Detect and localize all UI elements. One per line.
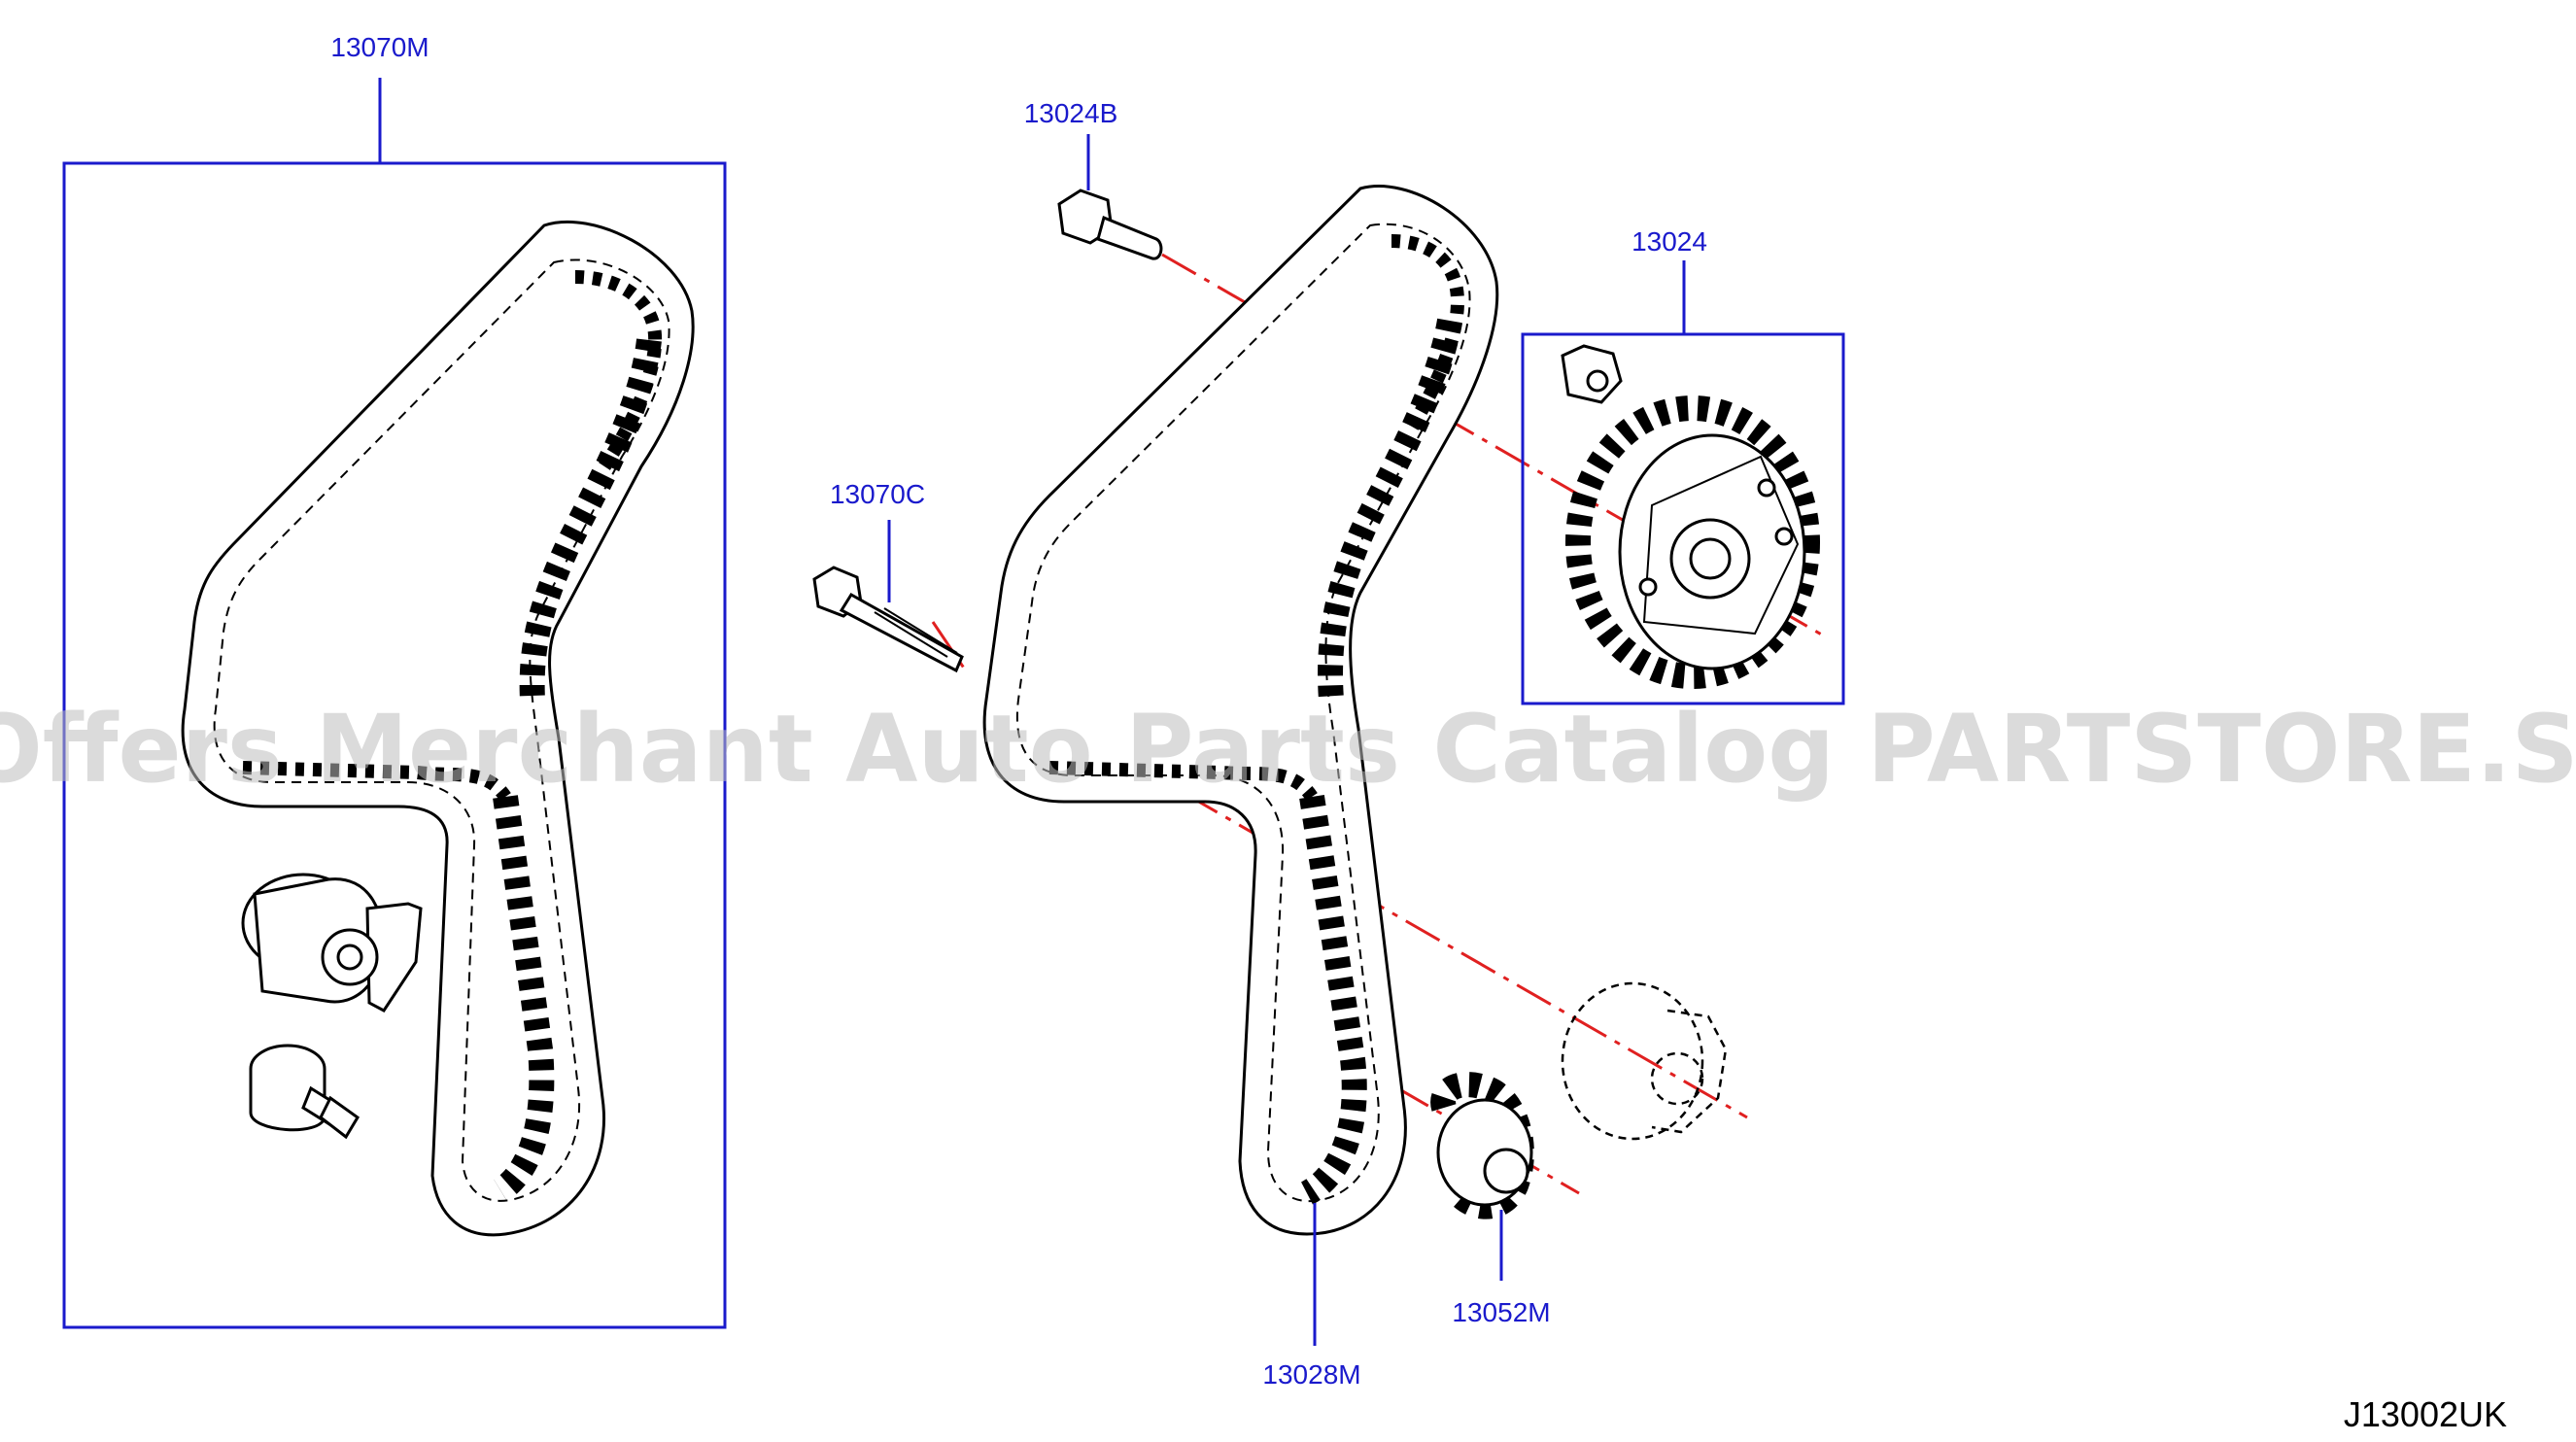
belt-left-teeth-top bbox=[574, 270, 663, 470]
part-label-13024b[interactable]: 13024B bbox=[1024, 98, 1118, 128]
sprocket-hole-3 bbox=[1638, 577, 1658, 597]
axis-lower bbox=[1183, 791, 1748, 1119]
diagram-code: J13002UK bbox=[2344, 1394, 2507, 1434]
belt-right-teeth-top bbox=[1391, 234, 1465, 436]
kit-box bbox=[62, 161, 727, 1329]
bolt-13070c-thread bbox=[874, 607, 958, 658]
timing-belt-left bbox=[181, 220, 695, 1237]
bolt-13070c-shank bbox=[839, 592, 964, 673]
watermark-text: Offers Merchant Auto Parts Catalog PARTS… bbox=[0, 695, 2576, 804]
part-label-13070c[interactable]: 13070C bbox=[830, 479, 925, 509]
belt-13028m-callout: 13028M bbox=[1262, 1203, 1361, 1390]
part-label-13052m[interactable]: 13052M bbox=[1452, 1297, 1550, 1327]
belt-left-teeth-bottom bbox=[242, 761, 511, 802]
sprocket-13052m: 13052M bbox=[1430, 1072, 1551, 1327]
belt-left-teeth-lower bbox=[493, 795, 555, 1202]
tensioner-hub-inner bbox=[336, 944, 363, 971]
ghost-pulley-outer bbox=[1561, 981, 1704, 1141]
belt-right-teeth-upper bbox=[1318, 318, 1462, 701]
bolt-13024b: 13024B bbox=[1024, 98, 1163, 260]
belt-right-teeth-lower bbox=[1299, 795, 1367, 1205]
part-label-13070m[interactable]: 13070M bbox=[330, 32, 429, 62]
part-label-13028m[interactable]: 13028M bbox=[1262, 1359, 1360, 1390]
sprocket-nut-hole bbox=[1586, 369, 1609, 393]
bolt-13070c: 13070C bbox=[812, 479, 964, 673]
sprocket-web bbox=[1642, 455, 1800, 635]
bolt-13024b-shank bbox=[1096, 215, 1163, 260]
ghost-pulley-hub bbox=[1650, 1051, 1704, 1106]
crank-sprocket-teeth bbox=[1430, 1072, 1534, 1219]
belt-right-inner-edge bbox=[1016, 223, 1471, 1203]
part-label-13024[interactable]: 13024 bbox=[1631, 226, 1707, 257]
kit-13070m-group: 13070M bbox=[62, 32, 727, 1329]
sprocket-hole-1 bbox=[1757, 478, 1776, 498]
tensioner-bolt-thread bbox=[319, 1095, 360, 1140]
belt-left-outline bbox=[181, 220, 695, 1237]
axis-bolt bbox=[931, 621, 969, 673]
timing-belt-right bbox=[982, 185, 1499, 1236]
sprocket-teeth-ring bbox=[1565, 395, 1820, 689]
sprocket-13024-group: 13024 bbox=[1521, 226, 1845, 705]
ghost-pulley-teeth bbox=[1651, 1009, 1728, 1134]
tensioner-bracket bbox=[365, 902, 423, 1013]
tensioner-bolt bbox=[249, 1044, 360, 1140]
ghost-pulley bbox=[1561, 981, 1728, 1141]
belt-left-teeth-right bbox=[519, 338, 662, 701]
sprocket-hole-2 bbox=[1774, 527, 1794, 546]
belt-right-outline bbox=[982, 185, 1499, 1236]
tensioner-pulley bbox=[241, 873, 423, 1013]
sprocket-hub-bore bbox=[1689, 537, 1732, 580]
crank-sprocket-hub bbox=[1483, 1148, 1529, 1194]
belt-left-inner-edge bbox=[213, 258, 670, 1202]
